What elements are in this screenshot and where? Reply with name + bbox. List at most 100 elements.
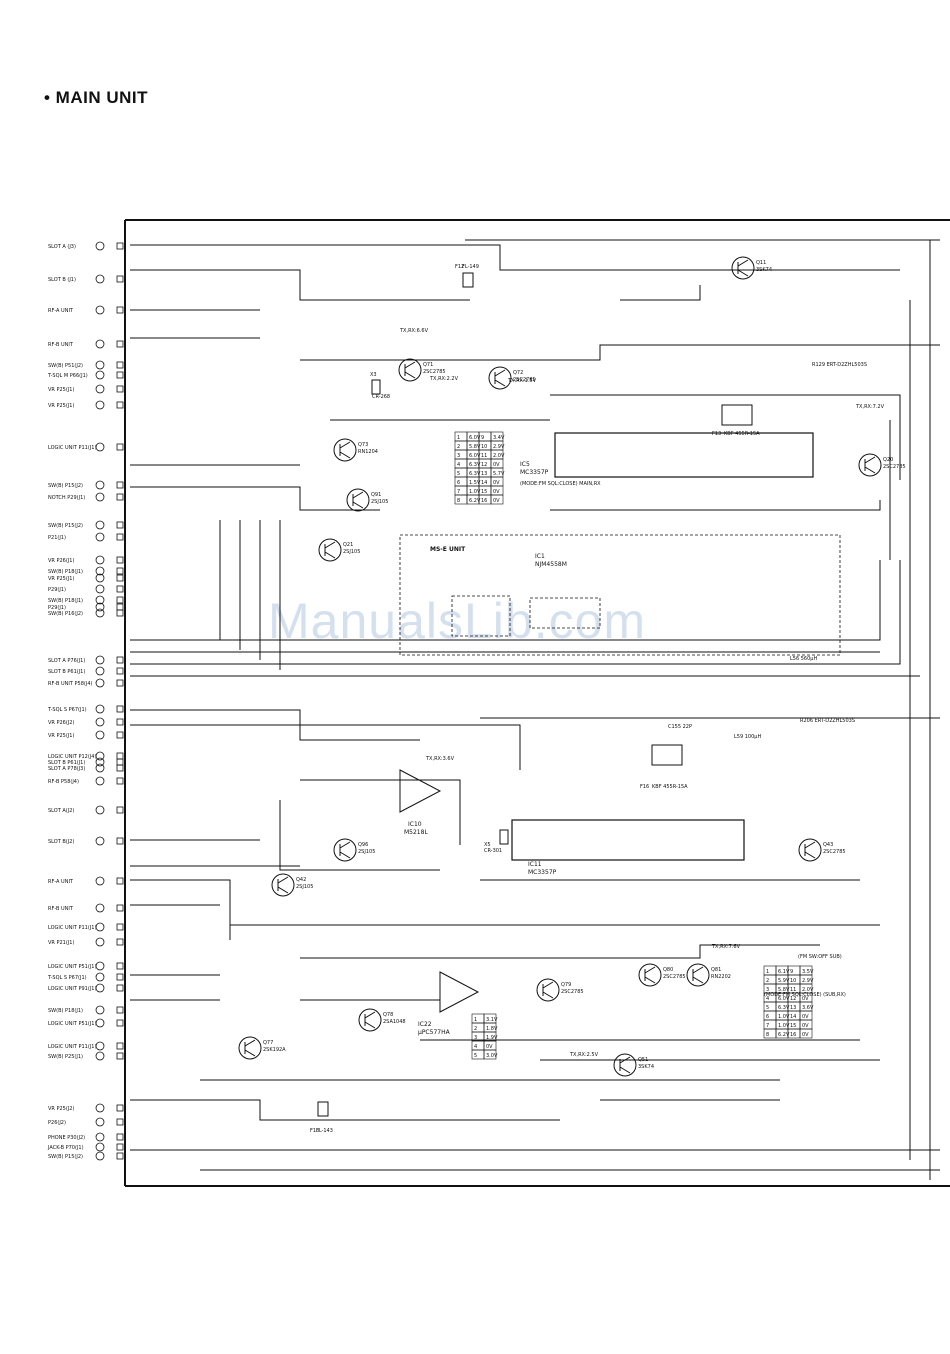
connector-jack — [95, 360, 105, 370]
label-tx-rx-36: TX,RX:3.6V — [425, 756, 455, 762]
table-cell-text: 11 — [790, 987, 796, 993]
transistor-part: 2SJ105 — [296, 884, 313, 890]
transistor-symbol — [798, 838, 822, 862]
connector-jack — [95, 339, 105, 349]
svg-text:F13: F13 — [712, 431, 721, 437]
label-tx-rx-25: TX,RX:2.5V — [569, 1052, 599, 1058]
ic5-label: IC5 — [520, 461, 530, 468]
connector-jack — [95, 274, 105, 284]
ic11-part: MC3357P — [528, 869, 557, 876]
connector-jack — [95, 961, 105, 971]
connector-jack — [95, 903, 105, 913]
table-cell-text: 1.8V — [486, 1026, 498, 1032]
transistor-name: Q77 — [263, 1040, 273, 1046]
table-cell-text: 0V — [486, 1044, 493, 1050]
table-cell-text: 9 — [790, 969, 793, 975]
connector-jack — [95, 757, 105, 767]
table-cell-text: 3.4V — [493, 435, 505, 441]
table-cell-text: 5 — [457, 471, 460, 477]
connector-label: T-SQL S P67(J1) — [47, 975, 87, 981]
transistor-name: Q72 — [513, 370, 523, 376]
table-cell-text: 1 — [766, 969, 769, 975]
connector-pin — [116, 667, 124, 675]
table-cell-text: 7 — [766, 1023, 769, 1029]
connector-pin — [116, 904, 124, 912]
connector-label: VR P26(J1) — [48, 558, 74, 564]
transistor-leads — [352, 491, 364, 509]
label-tx-rx-22: TX,RX:2.2V — [429, 376, 459, 382]
transistor-leads — [339, 841, 351, 859]
connector-jack — [95, 666, 105, 676]
table-cell-text: 7 — [457, 489, 460, 495]
connector-label: LOGIC UNIT P11(J1) — [48, 445, 96, 451]
svg-text:X5: X5 — [484, 842, 491, 848]
table-cell-text: 6.3V — [778, 1005, 790, 1011]
table-cell-text: 0V — [493, 462, 500, 468]
table-cell — [799, 1028, 813, 1039]
table-cell-text: 2.0V — [493, 453, 505, 459]
label-l59: L59 100μH — [734, 734, 761, 740]
connector-pin — [116, 1019, 124, 1027]
connector-label: SLOT B(J2) — [48, 839, 74, 845]
transistor-name: Q11 — [756, 260, 766, 266]
table-cell-text: 0V — [802, 1032, 809, 1038]
connector-label: SLOT A (J3) — [48, 244, 76, 250]
connector-label: P21(J1) — [48, 535, 66, 541]
connector-label: SW(B) P15(J2) — [48, 483, 83, 489]
connector-jack — [95, 805, 105, 815]
table-cell-text: 8 — [766, 1032, 769, 1038]
connector-jack — [95, 1151, 105, 1161]
transistor-part: 2SJ105 — [343, 549, 360, 555]
table-cell-text: 3 — [457, 453, 460, 459]
transistor-part: 2SC2785 — [663, 974, 686, 980]
table-cell-text: 16 — [481, 498, 487, 504]
table-cell-text: 3.0V — [486, 1053, 498, 1059]
transistor-part: 2SC2785 — [513, 377, 536, 383]
connector-pin — [116, 777, 124, 785]
table-cell-text: 1.0V — [778, 1023, 790, 1029]
connector-jack — [95, 678, 105, 688]
connector-jack — [95, 573, 105, 583]
transistor-name: Q42 — [296, 877, 306, 883]
transistor-symbol — [613, 1053, 637, 1077]
connector-label: VR P25(J1) — [48, 403, 74, 409]
transistor-part: 2SA1048 — [383, 1019, 406, 1025]
connector-pin — [116, 533, 124, 541]
connector-pin — [116, 984, 124, 992]
table-cell-text: 6 — [766, 1014, 769, 1020]
transistor-leads — [692, 966, 704, 984]
connector-jack — [95, 776, 105, 786]
transistor-symbol — [346, 488, 370, 512]
connector-label: JACK-B P70(J1) — [47, 1145, 84, 1151]
connector-label: VR P25(J1) — [48, 387, 74, 393]
table-cell-text: 2.9V — [802, 978, 814, 984]
transistor-name: Q96 — [358, 842, 368, 848]
connector-label: P29(J1) — [48, 587, 66, 593]
connector-jack — [95, 1005, 105, 1015]
table-cell-text: 3.5V — [802, 969, 814, 975]
connector-jack — [95, 492, 105, 502]
ic11-chip: IC11 MC3357P — [511, 819, 745, 876]
connector-label: PHONE P30(J2) — [48, 1135, 85, 1141]
connector-label: NOTCH P29(J1) — [48, 495, 85, 501]
connector-jack — [95, 983, 105, 993]
connector-pin — [116, 371, 124, 379]
connector-pin — [116, 567, 124, 575]
transistor-symbol — [536, 978, 560, 1002]
connector-pin — [116, 306, 124, 314]
transistor-name: Q43 — [823, 842, 833, 848]
connector-label: LOGIC UNIT P11(J1) — [48, 1044, 96, 1050]
table-cell-text: 14 — [790, 1014, 796, 1020]
table-cell-text: 3.6V — [802, 1005, 814, 1011]
transistor-part: 2SJ105 — [358, 849, 375, 855]
table-cell-text: 13 — [481, 471, 487, 477]
connector-label: RF-A UNIT — [48, 308, 74, 314]
table-cell-text: 2.9V — [493, 444, 505, 450]
connector-jack — [95, 1117, 105, 1127]
connector-jack — [95, 584, 105, 594]
connector-pin — [116, 242, 124, 250]
ic10-opamp: IC10 M5218L — [399, 769, 442, 836]
table-cell-text: 2 — [457, 444, 460, 450]
connector-jack — [95, 400, 105, 410]
